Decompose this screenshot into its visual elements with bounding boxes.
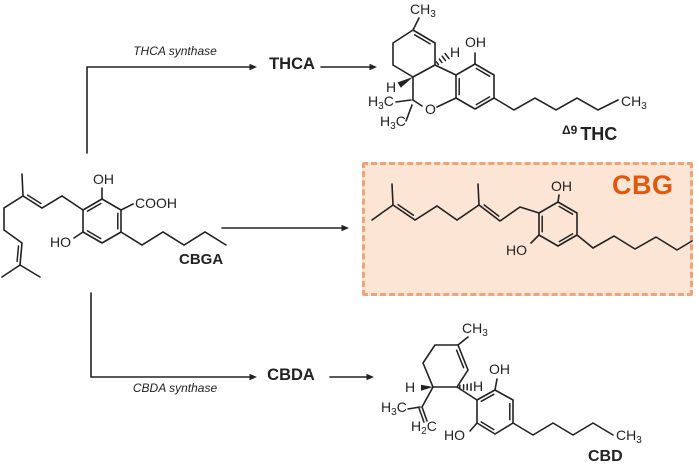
cbd-bold-wedge	[421, 384, 433, 391]
thc-ch3-chain-label: CH3	[621, 93, 647, 112]
cbd-ho-label: HO	[444, 427, 465, 443]
cbd-benzene-ring	[476, 389, 514, 435]
cbga-structure: OH COOH HO	[1, 171, 227, 278]
thc-gem-dimethyl	[395, 99, 413, 122]
cbd-structure: CH3 H H H3C H2C OH HO CH3	[381, 320, 642, 446]
cbd-label: CBD	[588, 448, 623, 465]
cbga-cooh-bond	[120, 203, 134, 211]
cbd-isopropenyl-group	[407, 386, 434, 423]
thc-ch3-top-label: CH3	[410, 1, 436, 20]
cbg-label: CBG	[612, 170, 674, 200]
delta9-superscript: Δ9	[562, 123, 578, 137]
cbd-ch3-chain-label: CH3	[616, 427, 642, 446]
thc-pyran-ring	[412, 64, 457, 108]
cbd-h-left-label: H	[405, 379, 415, 395]
cbga-label: CBGA	[179, 251, 224, 268]
thc-o-label: O	[425, 101, 436, 117]
cbg-geranyl-chain	[371, 183, 540, 222]
cbd-ho-bond	[469, 422, 478, 432]
cbg-ho-label: HO	[506, 242, 527, 258]
cbg-benzene-ring	[538, 201, 578, 247]
cbg-oh-bond	[557, 194, 560, 203]
cbd-ch3-top-label: CH3	[462, 320, 488, 339]
thc-h-bottom-label: H	[386, 79, 396, 95]
cbga-pentyl-chain	[120, 231, 227, 246]
thc-product-label: THC	[580, 124, 618, 144]
cbd-h2c-label: H2C	[411, 418, 437, 437]
cbg-oh-label: OH	[551, 178, 572, 194]
cbg-highlight-box	[362, 162, 693, 296]
arrow-cbga-to-cbda	[90, 292, 257, 381]
arrow-cbga-to-thca	[86, 63, 257, 154]
cbd-aryl-bond	[456, 386, 478, 401]
thc-h3c-upper-label: H3C	[368, 93, 394, 112]
thc-oh-label: OH	[465, 34, 486, 50]
cbd-cyclohexene-ring	[422, 336, 469, 388]
thc-hashed-wedge	[435, 52, 450, 66]
cbd-oh-bond	[494, 378, 498, 391]
thc-h3c-lower-label: H3C	[380, 113, 406, 132]
cbga-ho-bond	[73, 231, 84, 239]
cbga-ho-label: HO	[50, 234, 71, 250]
cbga-benzene-ring	[82, 198, 122, 244]
cbd-hashed-wedge	[459, 383, 472, 391]
thc-bold-wedge	[397, 77, 413, 88]
thca-label: THCA	[269, 55, 315, 73]
thc-cyclohexene-ring	[392, 17, 436, 78]
cbda-synthase-label: CBDA synthase	[132, 381, 218, 395]
cbg-structure: OH HO	[371, 178, 693, 258]
thca-synthase-label: THCA synthase	[133, 44, 217, 58]
cbga-geranyl-chain	[1, 173, 84, 278]
thc-structure: CH3 H H O H3C H3C OH CH3	[368, 1, 647, 132]
cbd-pentyl-chain	[512, 422, 614, 436]
cbda-label: CBDA	[267, 366, 315, 384]
cbga-cooh-label: COOH	[135, 195, 177, 211]
cbg-pentyl-chain	[576, 234, 693, 251]
thc-pentyl-chain	[493, 97, 619, 111]
cbd-oh-label: OH	[489, 361, 510, 377]
cbd-h-right-label: H	[473, 378, 483, 394]
cbd-h3c-label: H3C	[381, 399, 407, 418]
thc-benzene-ring	[455, 63, 495, 110]
cbga-oh-label: OH	[93, 171, 114, 187]
cbg-ho-bond	[530, 234, 540, 244]
thc-h-top-label: H	[450, 44, 460, 60]
